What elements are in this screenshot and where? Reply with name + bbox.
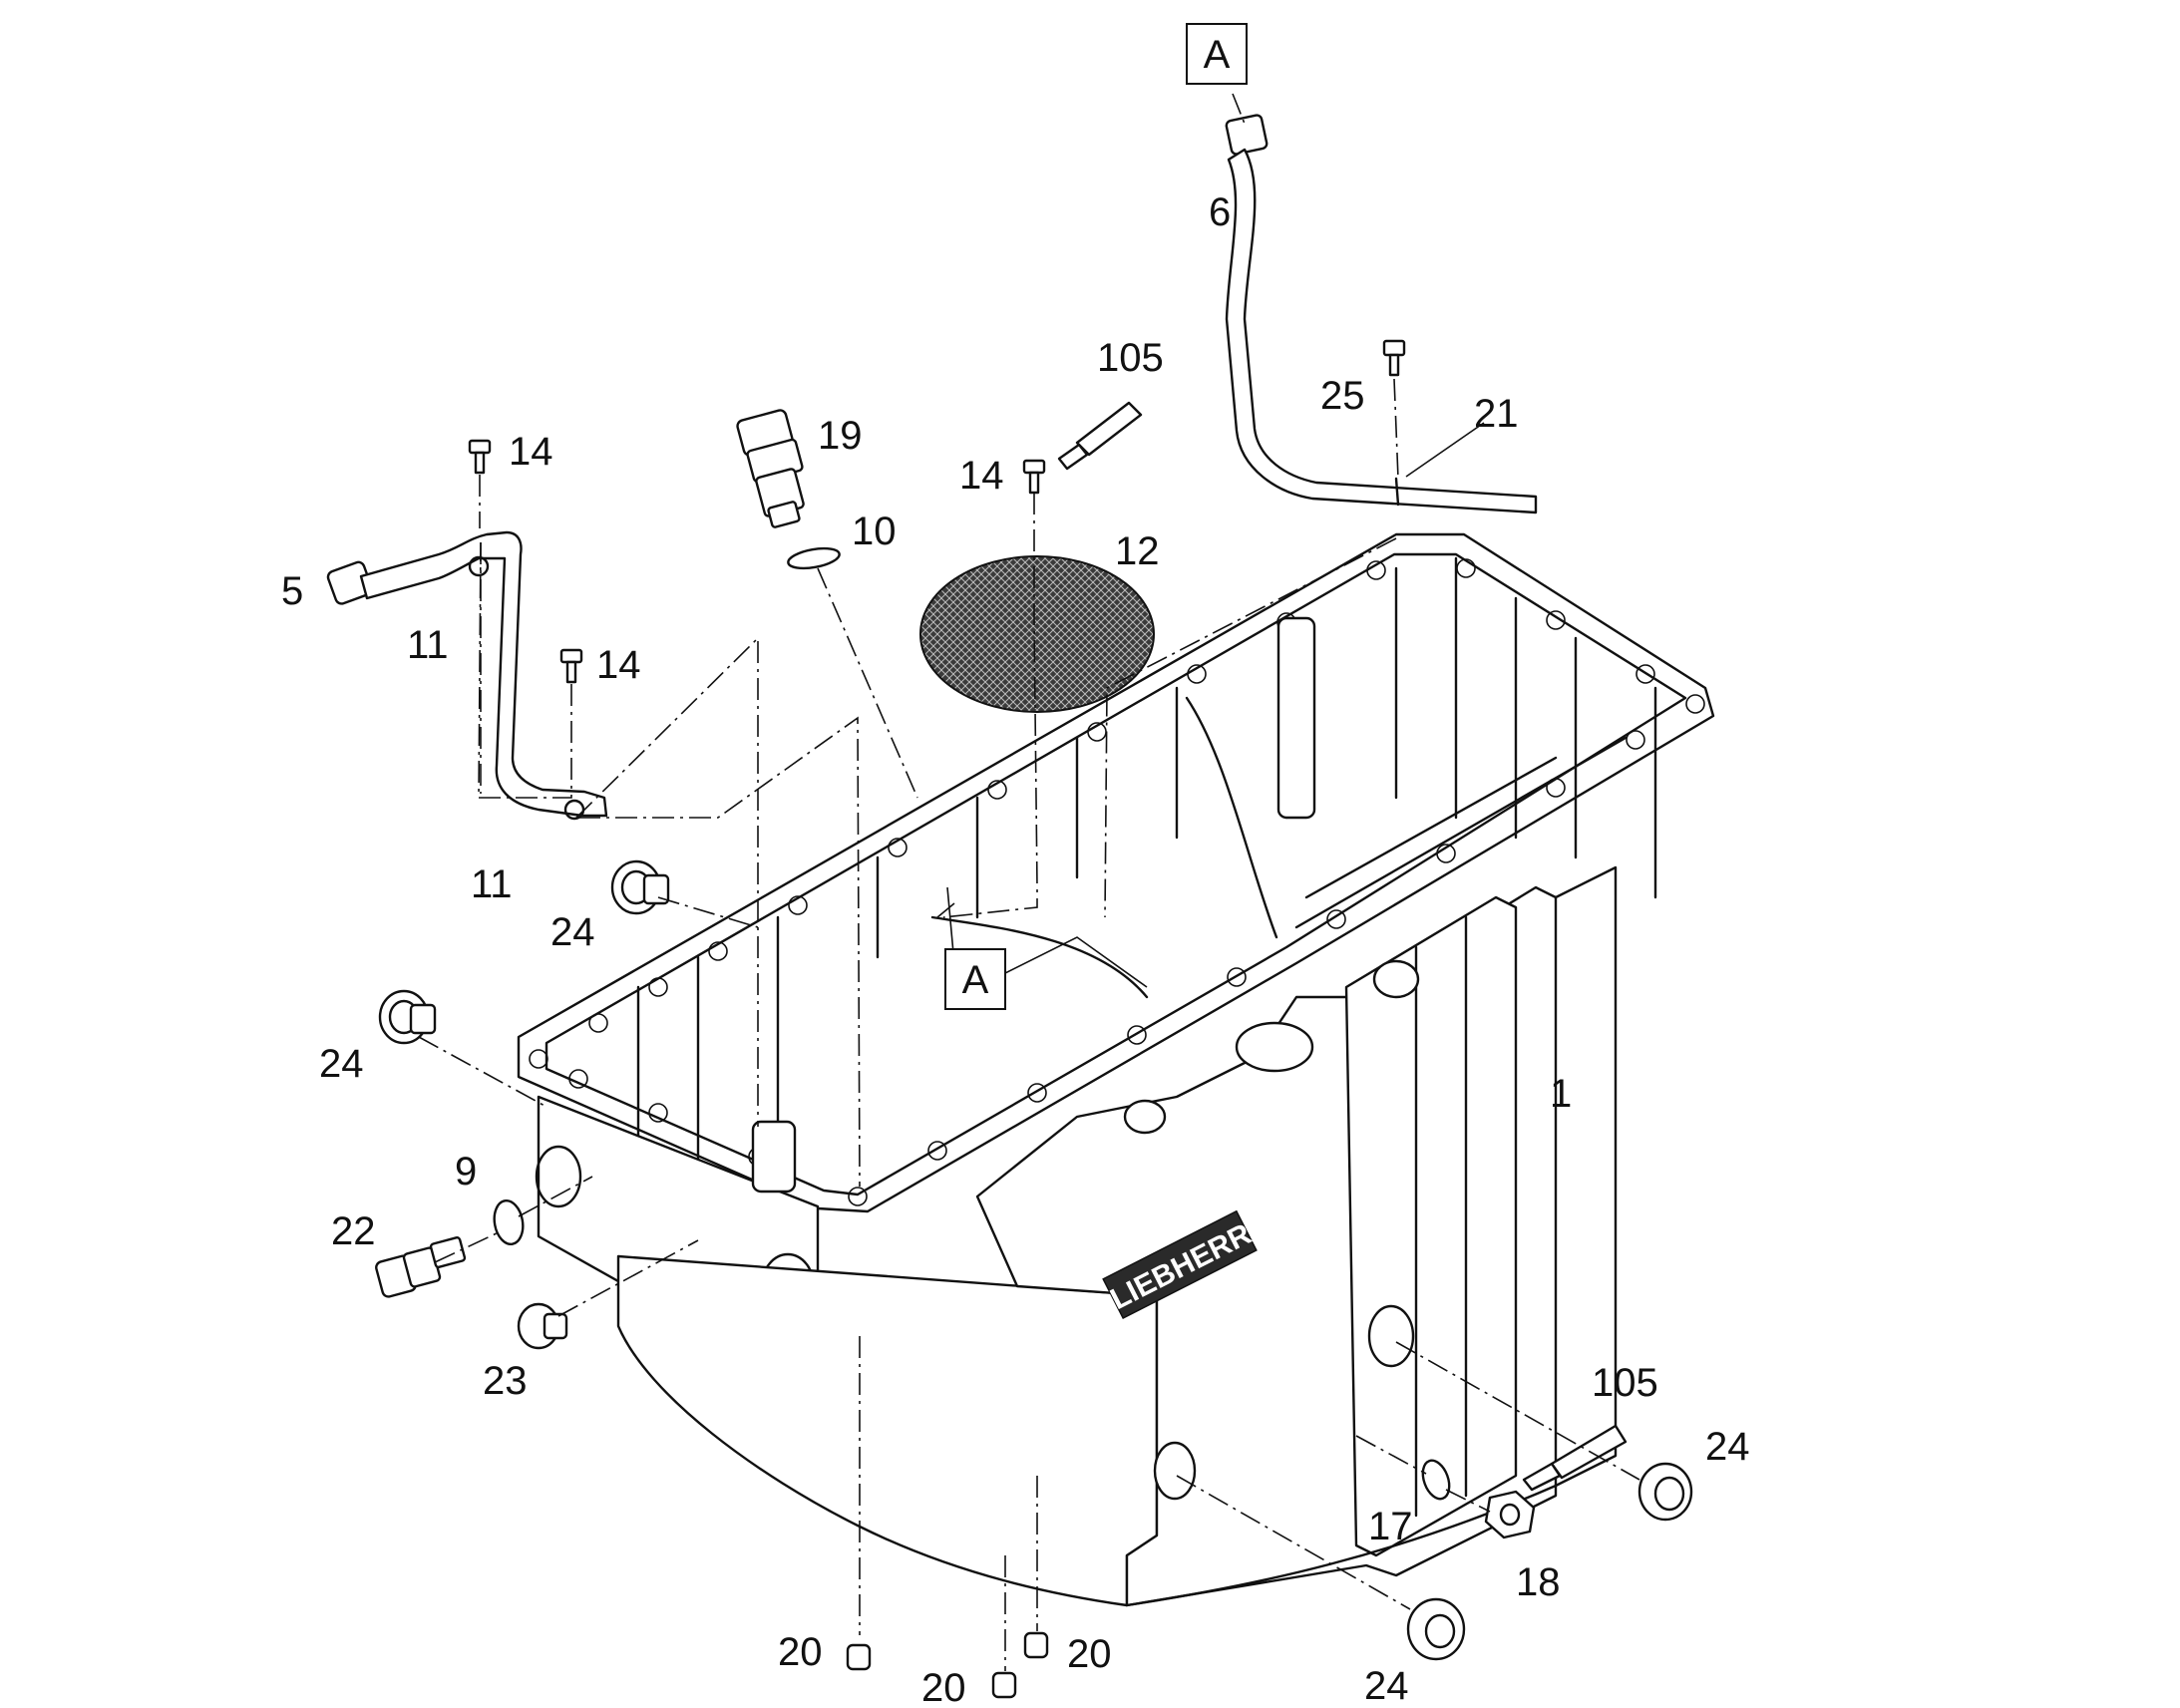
seal-ring-10 xyxy=(787,546,841,570)
plug-20-left xyxy=(846,1643,872,1671)
plug-24-left xyxy=(378,989,437,1045)
plug-23 xyxy=(517,1302,568,1350)
reference-box-a-top: A xyxy=(1186,23,1248,85)
suction-pipe xyxy=(1225,114,1538,514)
bolt-25 xyxy=(1382,339,1406,377)
callout-24-upper: 24 xyxy=(550,910,595,954)
callout-10: 10 xyxy=(852,510,897,553)
callout-14-top-left: 14 xyxy=(509,430,553,474)
callout-5: 5 xyxy=(281,569,303,613)
bolt-14-right xyxy=(1022,459,1046,495)
plug-24-upper xyxy=(610,859,670,915)
reference-label: A xyxy=(962,958,989,1002)
bolt-14-top-left xyxy=(468,439,492,475)
callout-14-mid: 14 xyxy=(596,643,641,687)
reference-box-a-mid: A xyxy=(944,948,1006,1010)
callout-17: 17 xyxy=(1368,1505,1413,1548)
seal-ring-9 xyxy=(493,1198,525,1246)
sealant-tube-105-top xyxy=(1057,401,1143,471)
callout-20-left: 20 xyxy=(778,1630,823,1674)
reference-label: A xyxy=(1204,33,1231,77)
plug-20-bottom xyxy=(991,1671,1017,1699)
callout-14-right: 14 xyxy=(959,454,1004,498)
plug-24-right xyxy=(1637,1462,1693,1522)
callout-11-top: 11 xyxy=(407,623,449,667)
oil-pan: LIEBHERR xyxy=(517,532,1715,1607)
callout-20-bottom: 20 xyxy=(921,1666,966,1708)
callout-20-right: 20 xyxy=(1067,1632,1112,1676)
callout-9: 9 xyxy=(455,1150,477,1194)
drain-plug-18 xyxy=(1484,1490,1536,1539)
callout-105-top: 105 xyxy=(1097,336,1164,380)
callout-11-bottom: 11 xyxy=(471,862,513,906)
callouts: 6 105 25 21 19 14 14 14 10 12 5 11 11 24… xyxy=(281,190,1750,1708)
callout-6: 6 xyxy=(1209,190,1231,234)
callout-24-right: 24 xyxy=(1705,1425,1750,1469)
callout-22: 22 xyxy=(331,1209,376,1253)
oil-strainer-screen xyxy=(919,555,1155,713)
bolt-14-mid xyxy=(559,648,583,684)
assembly-lines xyxy=(418,93,1640,1671)
callout-25: 25 xyxy=(1320,374,1365,418)
callout-23: 23 xyxy=(483,1359,528,1403)
callout-12: 12 xyxy=(1115,529,1160,573)
callout-24-left: 24 xyxy=(319,1042,364,1086)
callout-105-bottom: 105 xyxy=(1592,1361,1658,1405)
callout-18: 18 xyxy=(1516,1560,1561,1604)
callout-19: 19 xyxy=(818,414,863,458)
sensor-22 xyxy=(375,1236,467,1298)
oil-tube xyxy=(326,530,608,821)
callout-21: 21 xyxy=(1474,392,1519,436)
callout-1: 1 xyxy=(1550,1072,1572,1116)
plug-20-right xyxy=(1023,1631,1049,1659)
seal-ring-17 xyxy=(1421,1459,1451,1501)
sensor-19 xyxy=(736,409,805,528)
plug-24-bottom xyxy=(1406,1597,1466,1661)
callout-24-bottom: 24 xyxy=(1364,1664,1409,1708)
